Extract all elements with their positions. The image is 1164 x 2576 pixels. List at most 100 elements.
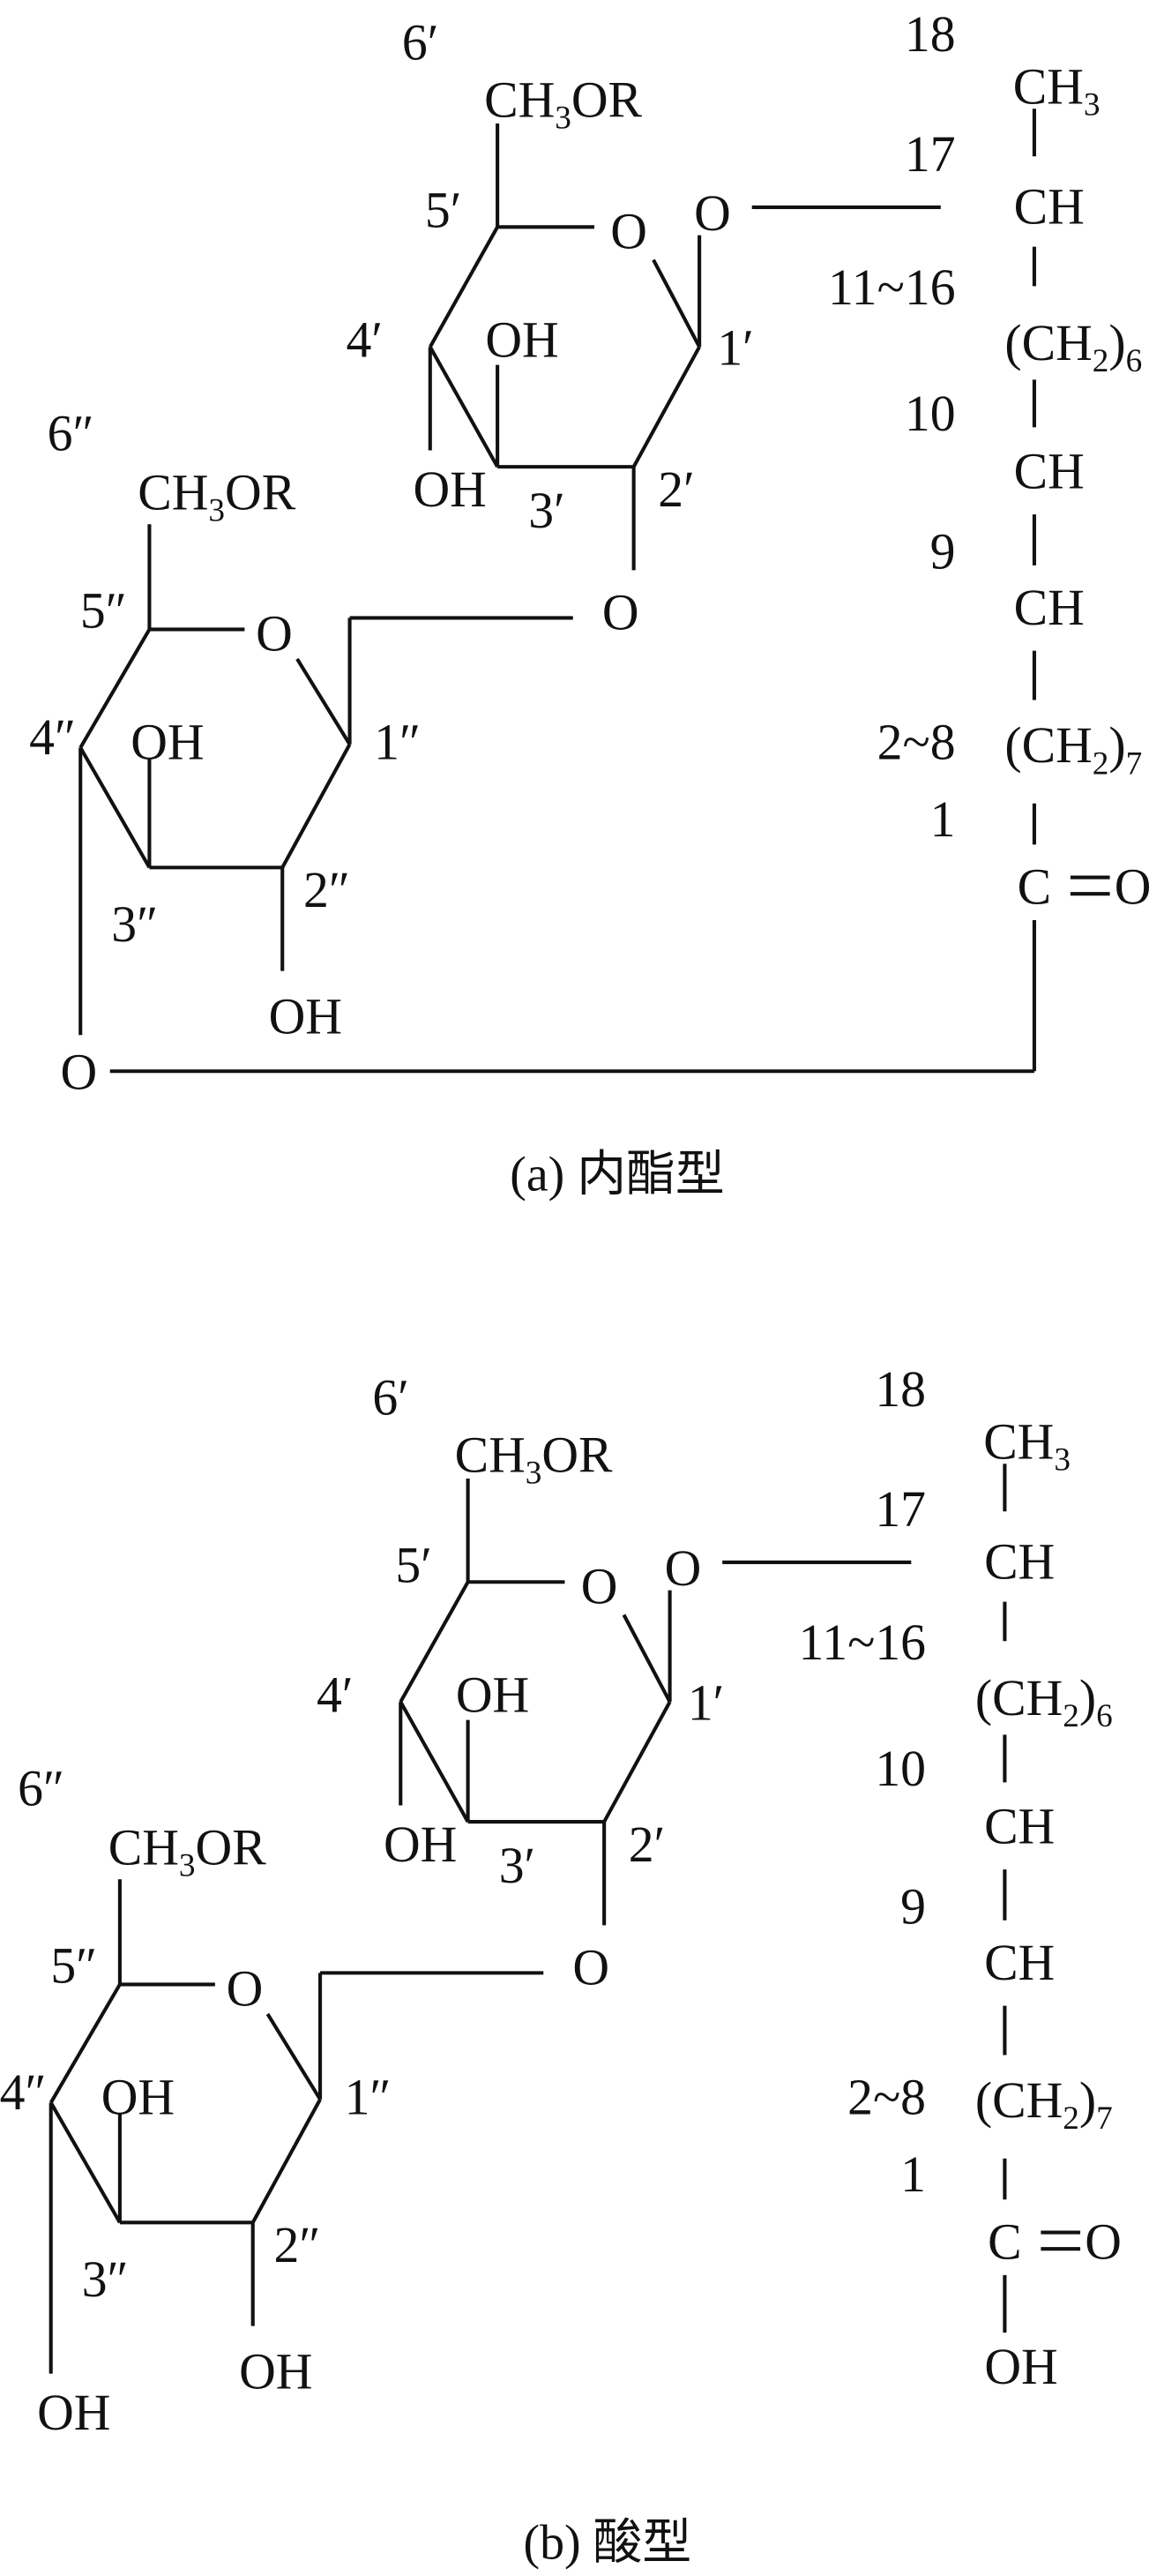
label-pos-4p: 4′ <box>347 312 383 368</box>
bond-line <box>429 226 499 348</box>
formula-part: CH <box>455 1428 526 1484</box>
formula-part: CH <box>983 1415 1054 1471</box>
label-g-ch10: CH <box>984 1799 1055 1854</box>
label-g-c: C <box>988 2214 1022 2270</box>
label-pos-2p: 2′ <box>658 462 694 518</box>
label-ch3or-bottom: CH3OR <box>138 466 295 529</box>
bond-line <box>399 1581 470 1704</box>
label-n2-8: 2~8 <box>877 715 956 771</box>
bond-line <box>250 2098 322 2224</box>
formula-part: ) <box>1079 2073 1096 2129</box>
formula-part: (CH <box>1004 316 1092 371</box>
label-ch3or-top: CH3OR <box>455 1428 613 1492</box>
label-n10: 10 <box>875 1741 926 1797</box>
subscript: 3 <box>555 101 571 137</box>
formula-part: ) <box>1108 316 1125 371</box>
bond-line <box>622 1614 672 1704</box>
label-g-ch9: CH <box>984 1936 1055 1991</box>
label-pos-1p: 1′ <box>717 321 753 377</box>
label-pos-5pp: 5″ <box>50 1939 97 1995</box>
label-o-ester: O <box>61 1045 98 1101</box>
subscript: 7 <box>1096 2100 1113 2137</box>
bond-line <box>602 1701 672 1823</box>
label-pos-6p: 6′ <box>372 1370 408 1426</box>
label-pos-3pp: 3″ <box>82 2252 129 2308</box>
label-pos-5p: 5′ <box>425 183 461 238</box>
label-g-ch3: CH3 <box>983 1415 1071 1479</box>
caption-acidic-form: (b) 酸型 <box>523 2515 691 2570</box>
formula-part: CH <box>138 466 208 521</box>
label-n1: 1 <box>930 792 956 848</box>
bond-line <box>280 743 352 869</box>
formula-part: CH <box>108 1820 179 1876</box>
subscript: 6 <box>1096 1698 1113 1734</box>
label-g-ch10: CH <box>1014 444 1085 499</box>
caption-lactonic-form: (a) 内酯型 <box>510 1148 724 1202</box>
label-oh-4p: OH <box>384 1817 457 1873</box>
subscript: 2 <box>1063 2100 1079 2137</box>
bond-line <box>429 346 499 468</box>
subscript: 3 <box>526 1456 542 1492</box>
label-g-ch2-6: (CH2)6 <box>1004 316 1142 379</box>
label-o-glyco: O <box>694 186 731 242</box>
label-n17: 17 <box>875 1482 926 1538</box>
bond-line <box>48 2101 122 2224</box>
label-oh-3pp: OH <box>101 2070 175 2125</box>
bond-line <box>48 1983 122 2104</box>
label-pos-4p: 4′ <box>317 1667 353 1723</box>
bond-line <box>631 346 701 468</box>
label-o-link: O <box>602 585 639 640</box>
label-g-ch17: CH <box>984 1535 1055 1591</box>
formula-part: OR <box>196 1820 267 1876</box>
label-g-ch2-6: (CH2)6 <box>975 1671 1113 1734</box>
formula-part: (CH <box>975 2073 1063 2129</box>
label-g-c: C <box>1018 859 1052 915</box>
bond-line <box>399 1701 470 1823</box>
formula-part: CH <box>484 73 555 129</box>
label-o-ring-bottom: O <box>227 1962 264 2018</box>
label-g-o: O <box>1115 859 1152 915</box>
label-o-link: O <box>572 1940 609 1996</box>
label-pos-1pp: 1″ <box>345 2070 392 2125</box>
subscript: 3 <box>208 493 225 529</box>
label-pos-3pp: 3″ <box>111 897 158 953</box>
label-n17: 17 <box>905 127 956 183</box>
label-n11-16: 11~16 <box>828 260 955 316</box>
label-n18: 18 <box>875 1362 926 1418</box>
label-pos-1pp: 1″ <box>374 715 421 771</box>
label-pos-4pp: 4″ <box>0 2065 47 2121</box>
formula-part: OR <box>225 466 296 521</box>
label-oh-3p: OH <box>485 312 558 368</box>
label-o-glyco: O <box>665 1541 702 1597</box>
bond-line <box>295 657 352 745</box>
label-pos-3p: 3′ <box>499 1838 535 1894</box>
formula-part: ) <box>1108 718 1125 774</box>
bond-line <box>265 2012 322 2100</box>
label-n2-8: 2~8 <box>847 2070 926 2125</box>
label-o-ring-top: O <box>610 204 647 259</box>
label-oh-2pp: OH <box>269 989 342 1045</box>
label-pos-6pp: 6″ <box>18 1761 64 1816</box>
label-pos-5pp: 5″ <box>80 584 127 640</box>
label-ch3or-bottom: CH3OR <box>108 1820 266 1883</box>
formula-part: OR <box>541 1428 613 1484</box>
label-pos-5p: 5′ <box>395 1538 431 1593</box>
label-g-o: O <box>1085 2214 1122 2270</box>
label-g-ch2-7: (CH2)7 <box>1004 718 1142 782</box>
label-pos-1p: 1′ <box>688 1676 724 1732</box>
label-g-ch2-7: (CH2)7 <box>975 2073 1113 2137</box>
label-pos-2pp: 2″ <box>303 863 350 918</box>
bond-line <box>78 746 152 869</box>
label-n10: 10 <box>905 386 956 442</box>
subscript: 3 <box>1084 87 1101 124</box>
label-o-ring-bottom: O <box>256 607 293 663</box>
label-pos-4pp: 4″ <box>29 710 76 766</box>
subscript: 7 <box>1126 745 1143 782</box>
subscript: 6 <box>1126 343 1143 379</box>
label-n18: 18 <box>905 7 956 63</box>
label-oh-4p: OH <box>413 462 486 518</box>
label-oh-2pp: OH <box>239 2344 312 2400</box>
